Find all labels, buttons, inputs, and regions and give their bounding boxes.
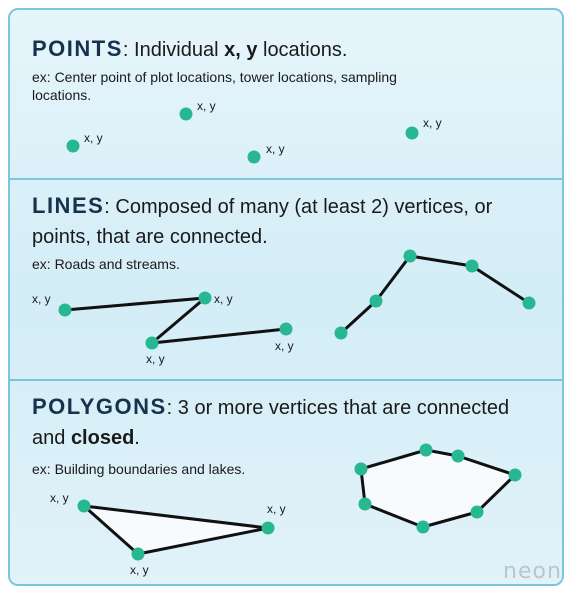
polygon-label: x, y <box>267 502 286 516</box>
lines-title-line1: : Composed of many (at least 2) vertices… <box>104 196 493 218</box>
polygons-title-line2-pre: and <box>32 427 71 449</box>
polygon-2-shape <box>359 448 517 529</box>
polygon-feature-2 <box>354 443 522 534</box>
lines-example: ex: Roads and streams. <box>32 256 180 272</box>
points-example-line2: locations. <box>32 87 92 103</box>
polygons-title-line2-end: . <box>134 427 140 449</box>
points-heading: POINTS: Individual x, y locations. <box>32 36 348 62</box>
line-vertex <box>279 322 293 336</box>
section-divider-2 <box>10 379 562 381</box>
polygon-vertex <box>419 443 433 457</box>
polygon-vertex <box>261 521 275 535</box>
section-divider-1 <box>10 178 562 180</box>
lines-keyword: LINES <box>32 193 105 218</box>
line-label: x, y <box>214 292 233 306</box>
line-label: x, y <box>275 339 294 353</box>
polygons-example: ex: Building boundaries and lakes. <box>32 461 246 477</box>
points-example: ex: Center point of plot locations, towe… <box>32 68 397 104</box>
line-vertex <box>58 303 72 317</box>
polygon-vertex <box>358 497 372 511</box>
polygon-label: x, y <box>130 563 149 577</box>
line-label: x, y <box>32 292 51 306</box>
lines-title-line2: points, that are connected. <box>32 226 268 248</box>
vector-types-panel: POINTS: Individual x, y locations. ex: C… <box>8 8 564 586</box>
line-vertex <box>403 249 417 263</box>
neon-logo: neon <box>503 559 562 584</box>
polygon-1-shape <box>82 504 270 556</box>
points-illustration: x, y x, y x, y x, y <box>66 99 442 164</box>
line-vertex <box>369 294 383 308</box>
polygon-label: x, y <box>50 491 69 505</box>
polygon-vertex <box>508 468 522 482</box>
polygons-heading: POLYGONS: 3 or more vertices that are co… <box>32 392 509 453</box>
polygons-title-line1: : 3 or more vertices that are connected <box>166 397 510 419</box>
points-keyword: POINTS <box>32 36 123 61</box>
line-label: x, y <box>146 352 165 366</box>
points-title-bold: x, y <box>224 39 258 61</box>
points-example-line1: ex: Center point of plot locations, towe… <box>32 69 397 85</box>
line-vertex <box>522 296 536 310</box>
polygon-vertex <box>131 547 145 561</box>
line-feature-1: x, y x, y x, y x, y <box>32 291 294 366</box>
point-vertex <box>66 139 80 153</box>
point-label: x, y <box>266 142 285 156</box>
points-title-end: locations. <box>257 39 348 61</box>
polygon-vertex <box>470 505 484 519</box>
point-vertex <box>247 150 261 164</box>
polygons-keyword: POLYGONS <box>32 394 167 419</box>
polygon-vertex <box>451 449 465 463</box>
line-vertex <box>334 326 348 340</box>
point-label: x, y <box>197 99 216 113</box>
point-label: x, y <box>84 131 103 145</box>
line-vertex <box>145 336 159 350</box>
lines-heading: LINES: Composed of many (at least 2) ver… <box>32 191 492 252</box>
point-vertex <box>179 107 193 121</box>
polygon-feature-1: x, y x, y x, y <box>50 491 286 577</box>
point-label: x, y <box>423 116 442 130</box>
points-title-rest: : Individual <box>122 39 225 61</box>
point-vertex <box>405 126 419 140</box>
line-feature-2 <box>334 249 536 340</box>
polygon-vertex <box>354 462 368 476</box>
line-vertex <box>465 259 479 273</box>
line-vertex <box>198 291 212 305</box>
line-2-edges <box>339 254 531 335</box>
polygon-vertex <box>77 499 91 513</box>
line-1-edges <box>63 296 288 345</box>
polygons-title-line2-bold: closed <box>70 427 135 449</box>
polygon-vertex <box>416 520 430 534</box>
geometry-illustrations: x, y x, y x, y x, y x, y x, y x, y x, y <box>32 99 562 584</box>
